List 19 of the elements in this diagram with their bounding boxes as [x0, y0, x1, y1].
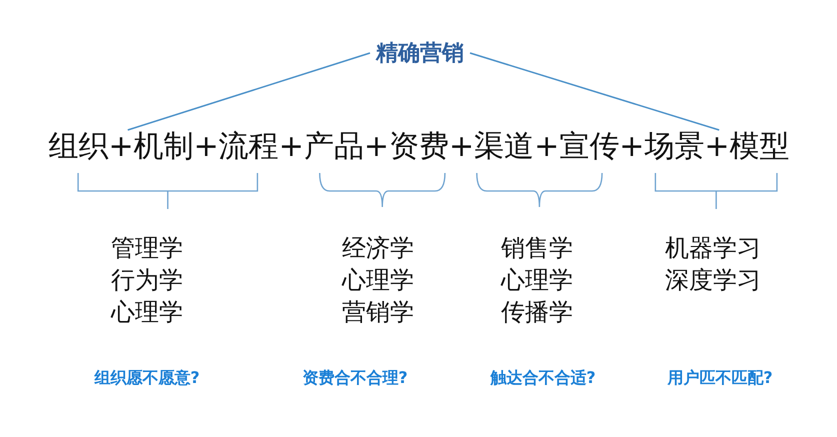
connector-line [128, 52, 370, 131]
title-text: 精确营销 [374, 40, 465, 68]
discipline-text: 行为学 [111, 265, 183, 296]
discipline-text: 管理学 [111, 233, 183, 264]
discipline-text: 经济学 [342, 233, 414, 264]
discipline-text: 深度学习 [665, 265, 761, 296]
question-text: 组织愿不愿意? [94, 368, 200, 389]
discipline-text: 心理学 [111, 297, 183, 328]
question-text: 触达合不合适? [490, 368, 596, 389]
discipline-text: 营销学 [342, 297, 414, 328]
connector-line [470, 52, 720, 131]
discipline-text: 心理学 [501, 265, 573, 296]
discipline-text: 机器学习 [665, 233, 761, 264]
question-text: 用户匹不匹配? [667, 368, 773, 389]
formula-text: 组织+机制+流程+产品+资费+渠道+宣传+场景+模型 [48, 130, 790, 163]
discipline-text: 传播学 [501, 297, 573, 328]
question-text: 资费合不合理? [302, 368, 408, 389]
discipline-text: 销售学 [501, 233, 573, 264]
discipline-text: 心理学 [342, 265, 414, 296]
